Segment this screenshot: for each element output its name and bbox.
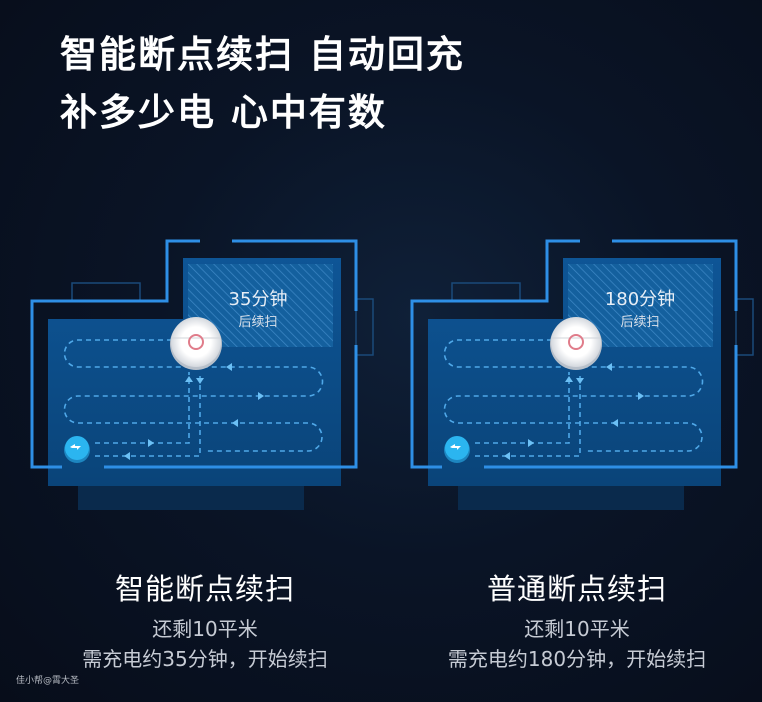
caption-title: 普通断点续扫	[486, 572, 667, 606]
room-sub-left: 后续扫	[238, 315, 277, 330]
headline-line-2: 补多少电 心中有数	[60, 91, 387, 134]
caption-normal: 普通断点续扫 还剩10平米 需充电约180分钟，开始续扫	[407, 566, 747, 674]
diagram-smart	[30, 239, 375, 512]
caption-line-2: 需充电约180分钟，开始续扫	[447, 647, 707, 671]
caption-smart: 智能断点续扫 还剩10平米 需充电约35分钟，开始续扫	[35, 566, 375, 674]
caption-line-2: 需充电约35分钟，开始续扫	[82, 647, 328, 671]
caption-line-1: 还剩10平米	[524, 617, 630, 641]
caption-title: 智能断点续扫	[114, 572, 295, 606]
diagram-normal	[410, 239, 755, 512]
headline-line-1: 智能断点续扫 自动回充	[60, 33, 465, 76]
room-time-right: 180分钟	[605, 289, 675, 310]
watermark: 佳小帮@霄大圣	[16, 676, 80, 686]
room-sub-right: 后续扫	[620, 315, 659, 330]
caption-line-1: 还剩10平米	[152, 617, 258, 641]
room-time-left: 35分钟	[229, 289, 288, 310]
